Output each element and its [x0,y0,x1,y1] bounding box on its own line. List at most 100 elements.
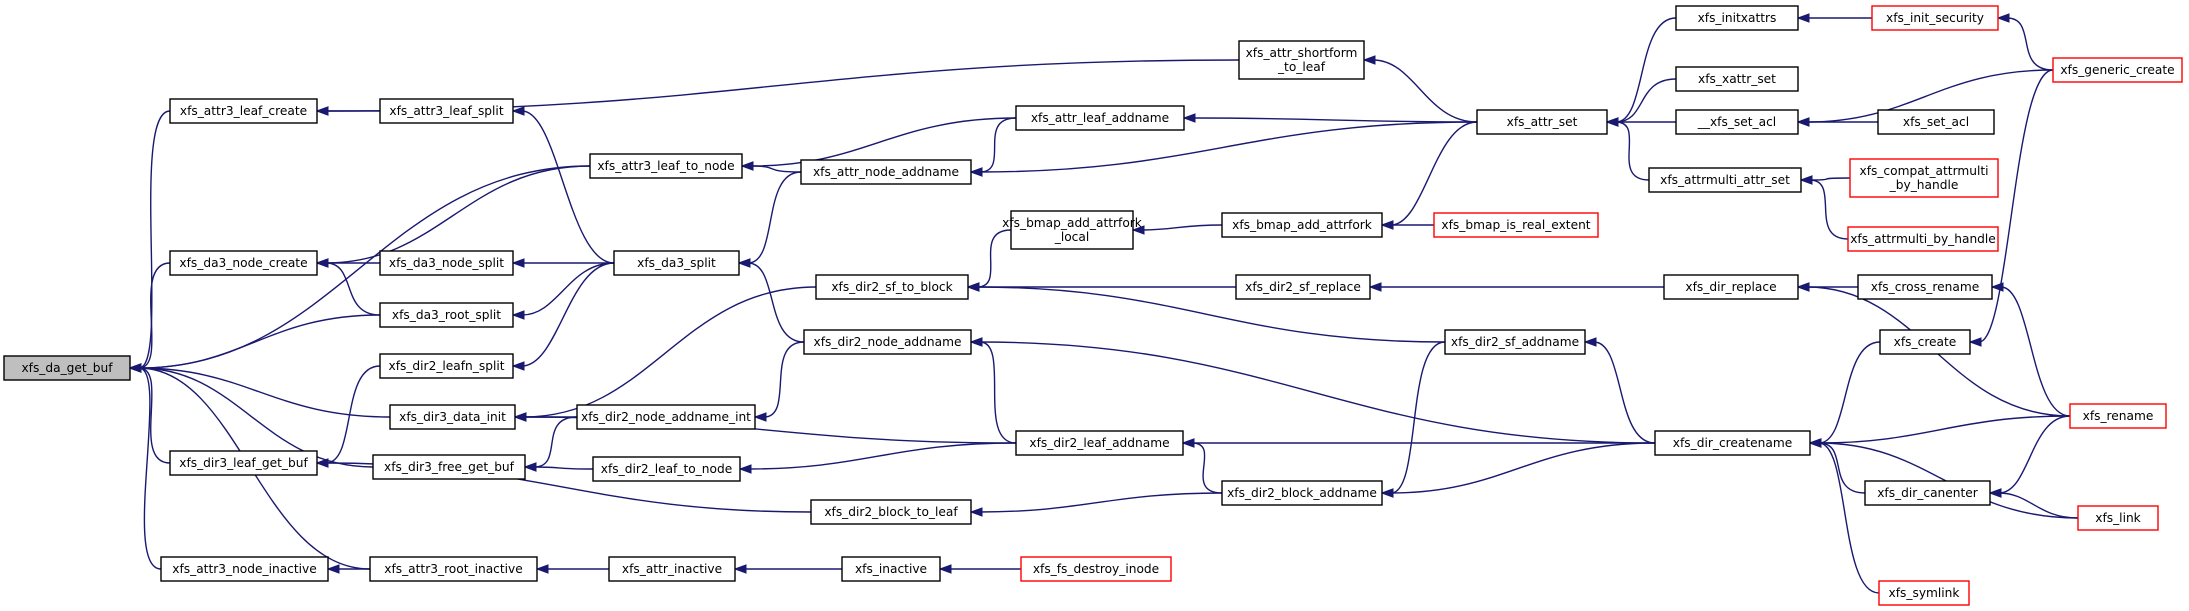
node-label: xfs_dir_replace [1685,280,1776,294]
node-label: xfs_dir2_leafn_split [388,359,504,373]
node-xfs-symlink[interactable]: xfs_symlink [1878,580,1970,606]
node-xfs-bmap-is-real-extent[interactable]: xfs_bmap_is_real_extent [1433,212,1599,238]
arrowhead-icon [740,161,754,171]
node-xfs-dir2-sf-addname[interactable]: xfs_dir2_sf_addname [1444,329,1586,355]
node-xfs-link[interactable]: xfs_link [2077,505,2159,531]
node-box [169,98,318,124]
node-label: xfs_dir2_block_addname [1227,486,1377,500]
node-xfs-cross-rename[interactable]: xfs_cross_rename [1857,274,1993,300]
node-xfs-dir2-block-addname[interactable]: xfs_dir2_block_addname [1221,480,1383,506]
node-xfs-attr3-leaf-split[interactable]: xfs_attr3_leaf_split [379,98,514,124]
node-box [1648,167,1802,193]
node-xfs-attr3-root-inactive[interactable]: xfs_attr3_root_inactive [369,556,538,582]
node-xfs-dir-canenter[interactable]: xfs_dir_canenter [1864,480,1991,506]
call-edge [1191,442,1223,494]
node-xfs-da3-node-split[interactable]: xfs_da3_node_split [379,250,514,276]
call-edge [2000,286,2071,417]
node-xfs-da3-root-split[interactable]: xfs_da3_root_split [379,302,514,328]
node-xfs-dir2-sf-replace[interactable]: xfs_dir2_sf_replace [1235,274,1371,300]
node-xfs-da3-split[interactable]: xfs_da3_split [613,250,740,276]
node-box [1675,66,1799,92]
node-xfs-dir3-data-init[interactable]: xfs_dir3_data_init [389,404,516,430]
node-box [1849,158,1999,198]
node-box [1221,212,1383,238]
call-edge [138,262,171,369]
node-xfs-fs-destroy-inode[interactable]: xfs_fs_destroy_inode [1020,556,1172,582]
node-xfs-bmap-add-attrfork[interactable]: xfs_bmap_add_attrfork [1221,212,1383,238]
node-xfs-initxattrs[interactable]: xfs_initxattrs [1675,5,1799,31]
node-xfs-attrmulti-by-handle[interactable]: xfs_attrmulti_by_handle [1847,226,1999,252]
node-box [1864,480,1991,506]
node-xfs-attr-node-addname[interactable]: xfs_attr_node_addname [800,159,972,185]
call-edge [1998,492,2079,519]
node-xfs-attrmulti-attr-set[interactable]: xfs_attrmulti_attr_set [1648,167,1802,193]
node-xfs-da3-node-create[interactable]: xfs_da3_node_create [169,250,318,276]
node-xfs-dir-replace[interactable]: xfs_dir_replace [1663,274,1799,300]
node-xfs-dir2-node-addname[interactable]: xfs_dir2_node_addname [803,329,972,355]
call-edge [325,262,381,316]
node-box [169,450,318,476]
node-box [1675,5,1799,31]
node-xfs-attr3-leaf-to-node[interactable]: xfs_attr3_leaf_to_node [589,153,743,179]
node-label: xfs_attr3_leaf_to_node [597,159,734,173]
node-xfs-set-acl[interactable]: xfs_set_acl [1877,109,1995,135]
call-edge [1192,117,1478,123]
arrowhead-icon [1799,175,1813,185]
call-edge [750,165,802,173]
node-label: xfs_attr_set [1507,115,1578,129]
node-xfs-set-acl[interactable]: __xfs_set_acl [1675,109,1799,135]
node-label: xfs_dir2_block_to_leaf [824,505,958,519]
call-edge [1806,69,2054,123]
node-xfs-attr-shortform-to-leaf[interactable]: xfs_attr_shortform_to_leaf [1238,40,1365,80]
node-label: xfs_dir_createname [1673,436,1792,450]
arrowhead-icon [315,106,329,116]
node-xfs-da-get-buf[interactable]: xfs_da_get_buf [3,355,131,381]
call-edge [523,286,817,418]
node-xfs-bmap-add-attrfork-local[interactable]: xfs_bmap_add_attrfork_local [1002,210,1143,250]
node-xfs-attr-set[interactable]: xfs_attr_set [1476,109,1608,135]
node-xfs-dir2-sf-to-block[interactable]: xfs_dir2_sf_to_block [815,274,969,300]
call-edge [1818,442,1866,494]
node-label: xfs_set_acl [1903,115,1969,129]
node-xfs-attr-inactive[interactable]: xfs_attr_inactive [608,556,736,582]
node-xfs-dir3-free-get-buf[interactable]: xfs_dir3_free_get_buf [372,454,526,480]
node-box [1221,480,1383,506]
arrowhead-icon [1368,282,1382,292]
node-label: xfs_fs_destroy_inode [1033,562,1159,576]
arrowhead-icon [1583,337,1597,347]
node-xfs-attr3-leaf-create[interactable]: xfs_attr3_leaf_create [169,98,318,124]
arrowhead-icon [535,564,549,574]
call-edge [138,110,171,369]
node-xfs-dir2-node-addname-int[interactable]: xfs_dir2_node_addname_int [576,404,756,430]
node-box [1877,109,1995,135]
node-label: xfs_attrmulti_attr_set [1660,173,1790,187]
call-edge [976,229,1012,288]
node-xfs-xattr-set[interactable]: xfs_xattr_set [1675,66,1799,92]
node-xfs-dir-createname[interactable]: xfs_dir_createname [1654,430,1811,456]
node-xfs-create[interactable]: xfs_create [1879,329,1971,355]
node-xfs-init-security[interactable]: xfs_init_security [1871,5,1999,31]
nodes-layer: xfs_da_get_buf xfs_attr3_leaf_create xfs_a… [3,5,2183,606]
node-xfs-rename[interactable]: xfs_rename [2069,403,2167,429]
call-edge [521,110,615,264]
node-box [800,159,972,185]
node-xfs-dir2-block-to-leaf[interactable]: xfs_dir2_block_to_leaf [810,499,972,525]
node-xfs-dir2-leaf-to-node[interactable]: xfs_dir2_leaf_to_node [592,456,741,482]
node-label: xfs_attr_node_addname [813,165,959,179]
node-xfs-attr-leaf-addname[interactable]: xfs_attr_leaf_addname [1015,105,1185,131]
node-label: xfs_attr_leaf_addname [1031,111,1169,125]
call-edge [979,117,1017,173]
node-label: __xfs_set_acl [1697,115,1776,129]
node-xfs-inactive[interactable]: xfs_inactive [841,556,941,582]
node-xfs-compat-attrmulti-by-handle[interactable]: xfs_compat_attrmulti_by_handle [1849,158,1999,198]
call-edge [747,171,802,264]
node-xfs-dir3-leaf-get-buf[interactable]: xfs_dir3_leaf_get_buf [169,450,318,476]
node-xfs-attr3-node-inactive[interactable]: xfs_attr3_node_inactive [160,556,329,582]
node-box [1010,210,1134,250]
node-xfs-dir2-leaf-addname[interactable]: xfs_dir2_leaf_addname [1015,430,1184,456]
node-xfs-dir2-leafn-split[interactable]: xfs_dir2_leafn_split [379,353,514,379]
node-label: xfs_symlink [1889,586,1961,600]
node-box [369,556,538,582]
node-xfs-generic-create[interactable]: xfs_generic_create [2052,57,2183,83]
